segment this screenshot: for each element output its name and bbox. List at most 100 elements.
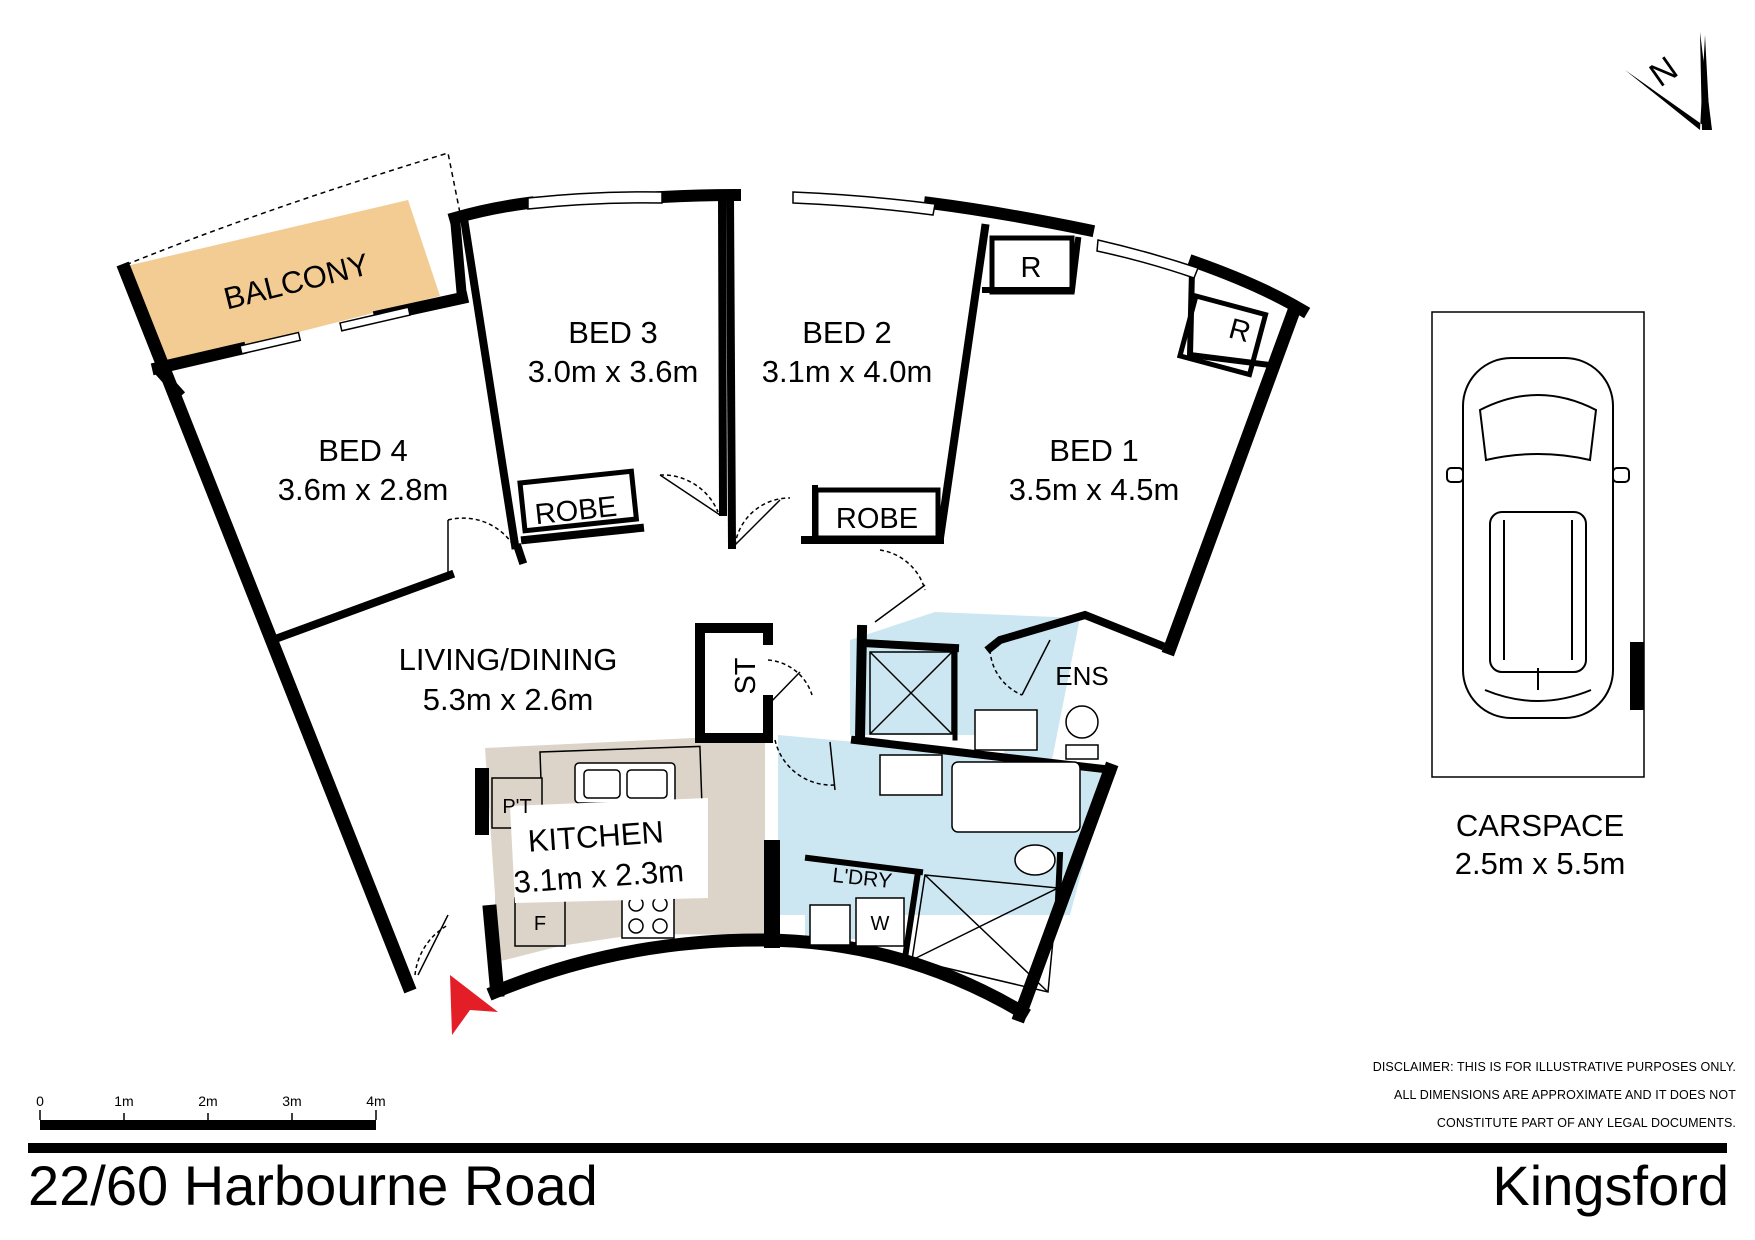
disclaimer-line-3: CONSTITUTE PART OF ANY LEGAL DOCUMENTS. — [1436, 1116, 1736, 1130]
carspace-size: 2.5m x 5.5m — [1455, 846, 1626, 881]
door-bed1 — [879, 549, 926, 591]
bathtub[interactable] — [951, 761, 1081, 833]
shower-ensuite — [869, 651, 953, 735]
pantry-label: P'T — [502, 796, 531, 818]
burner-4 — [652, 918, 668, 934]
wall-bed4-bottom — [272, 569, 456, 644]
wall-balcony-end — [152, 364, 186, 400]
balcony-floor — [118, 200, 440, 368]
robe-bed1-left[interactable] — [989, 235, 1075, 295]
wall-balcony-inner — [150, 341, 248, 376]
bath-vanity[interactable] — [879, 754, 943, 796]
scale-label-1: 1m — [114, 1093, 133, 1109]
wall-top-4 — [1187, 254, 1311, 319]
balcony-dashed-edge — [117, 152, 461, 269]
robe-bed1-right[interactable] — [1176, 292, 1269, 378]
entry-arrow — [450, 975, 498, 1035]
doors — [414, 474, 1051, 976]
wall-bed4-right — [512, 542, 528, 566]
wall-bed3-robe-bottom — [520, 523, 645, 545]
ensuite-toilet[interactable] — [1065, 705, 1099, 739]
scale-bar: 0 1m 2m 3m 4m — [36, 1093, 386, 1130]
scale-label-0: 0 — [36, 1093, 44, 1109]
washer[interactable] — [855, 897, 905, 947]
living-size: 5.3m x 2.6m — [423, 682, 594, 717]
wall-laundry-top — [804, 854, 924, 876]
wall-bath-right — [1054, 851, 1064, 904]
washer-label: W — [871, 913, 890, 935]
window-bed3 — [527, 191, 663, 210]
robe-bed1-right-label: R — [1225, 313, 1254, 349]
wall-storage — [695, 623, 773, 743]
wall-shower-top — [857, 638, 960, 653]
bed4-name: BED 4 — [318, 433, 408, 468]
wall-bed3-right — [717, 193, 728, 517]
burner-3 — [628, 918, 644, 934]
wall-top-1 — [447, 196, 535, 226]
door-entry-leaf — [417, 914, 449, 976]
robe-bed3[interactable] — [517, 468, 640, 534]
robe-bed2[interactable] — [813, 487, 941, 541]
carspace-marker — [1630, 642, 1644, 710]
window-bed1 — [1096, 239, 1199, 279]
walls — [116, 188, 1311, 1024]
wall-laundry-right — [901, 868, 922, 962]
kitchen-sink-bowl-1 — [583, 769, 621, 799]
wall-kitchen-left — [482, 904, 505, 998]
bed1-size: 3.5m x 4.5m — [1009, 472, 1180, 507]
door-ensuite-leaf — [1021, 639, 1051, 696]
fixtures — [491, 235, 1269, 993]
scale-label-3: 3m — [282, 1093, 301, 1109]
window-bed2 — [792, 191, 936, 216]
bed3-size: 3.0m x 3.6m — [528, 354, 699, 389]
scale-bar-fill — [40, 1120, 376, 1130]
door-bed2-leaf — [734, 499, 781, 546]
door-bed1-leaf — [874, 584, 926, 623]
storage-label: ST — [730, 657, 762, 694]
windows — [239, 191, 1199, 355]
laundry-tub[interactable] — [809, 904, 851, 946]
robe-bed2-label: ROBE — [836, 503, 918, 535]
kitchen-label-bg — [510, 798, 708, 903]
footer-rule — [28, 1143, 1727, 1153]
compass: N — [1625, 32, 1712, 130]
bed2-size: 3.1m x 4.0m — [762, 354, 933, 389]
wall-bottom — [486, 933, 1031, 1021]
wall-right-outer — [1161, 299, 1304, 657]
footer-address: 22/60 Harbourne Road — [28, 1154, 598, 1217]
ensuite-label: ENS — [1055, 661, 1108, 691]
shower-bath-x2 — [911, 887, 1059, 961]
shower-bath-x1 — [924, 874, 1049, 993]
door-bed3 — [659, 474, 719, 513]
wall-ensuite-top — [984, 610, 1166, 654]
door-storage — [767, 659, 813, 696]
window-balcony-2 — [339, 306, 411, 332]
ensuite-toilet-cistern — [1065, 744, 1099, 760]
car-icon — [1446, 357, 1630, 719]
shower-cross-2 — [869, 651, 953, 735]
window-balcony-1 — [239, 331, 302, 355]
wall-right-lower — [1011, 761, 1119, 1024]
ensuite-vanity[interactable] — [974, 709, 1038, 751]
bed4-size: 3.6m x 2.8m — [278, 472, 449, 507]
carspace-outline — [1431, 311, 1645, 778]
room-labels: BALCONY BED 3 3.0m x 3.6m BED 2 3.1m x 4… — [220, 247, 1625, 903]
bed3-name: BED 3 — [568, 315, 658, 350]
door-entry — [414, 924, 449, 976]
bed2-name: BED 2 — [802, 315, 892, 350]
door-bed4 — [447, 517, 516, 549]
door-storage-leaf — [767, 671, 801, 706]
wall-bed2-left — [725, 193, 737, 550]
scale-label-4: 4m — [366, 1093, 385, 1109]
kitchen-sink-bowl-2 — [626, 769, 668, 799]
wall-bed1-robe2 — [1186, 266, 1274, 369]
scale-label-2: 2m — [198, 1093, 217, 1109]
wall-bed2-right — [935, 223, 990, 543]
carspace-name: CARSPACE — [1456, 808, 1624, 843]
disclaimer-line-1: DISCLAIMER: THIS IS FOR ILLUSTRATIVE PUR… — [1372, 1060, 1736, 1074]
footer-suburb: Kingsford — [1492, 1154, 1729, 1217]
bath-toilet[interactable] — [1014, 844, 1056, 876]
bed1-name: BED 1 — [1049, 433, 1139, 468]
wall-balcony-right — [449, 212, 468, 304]
